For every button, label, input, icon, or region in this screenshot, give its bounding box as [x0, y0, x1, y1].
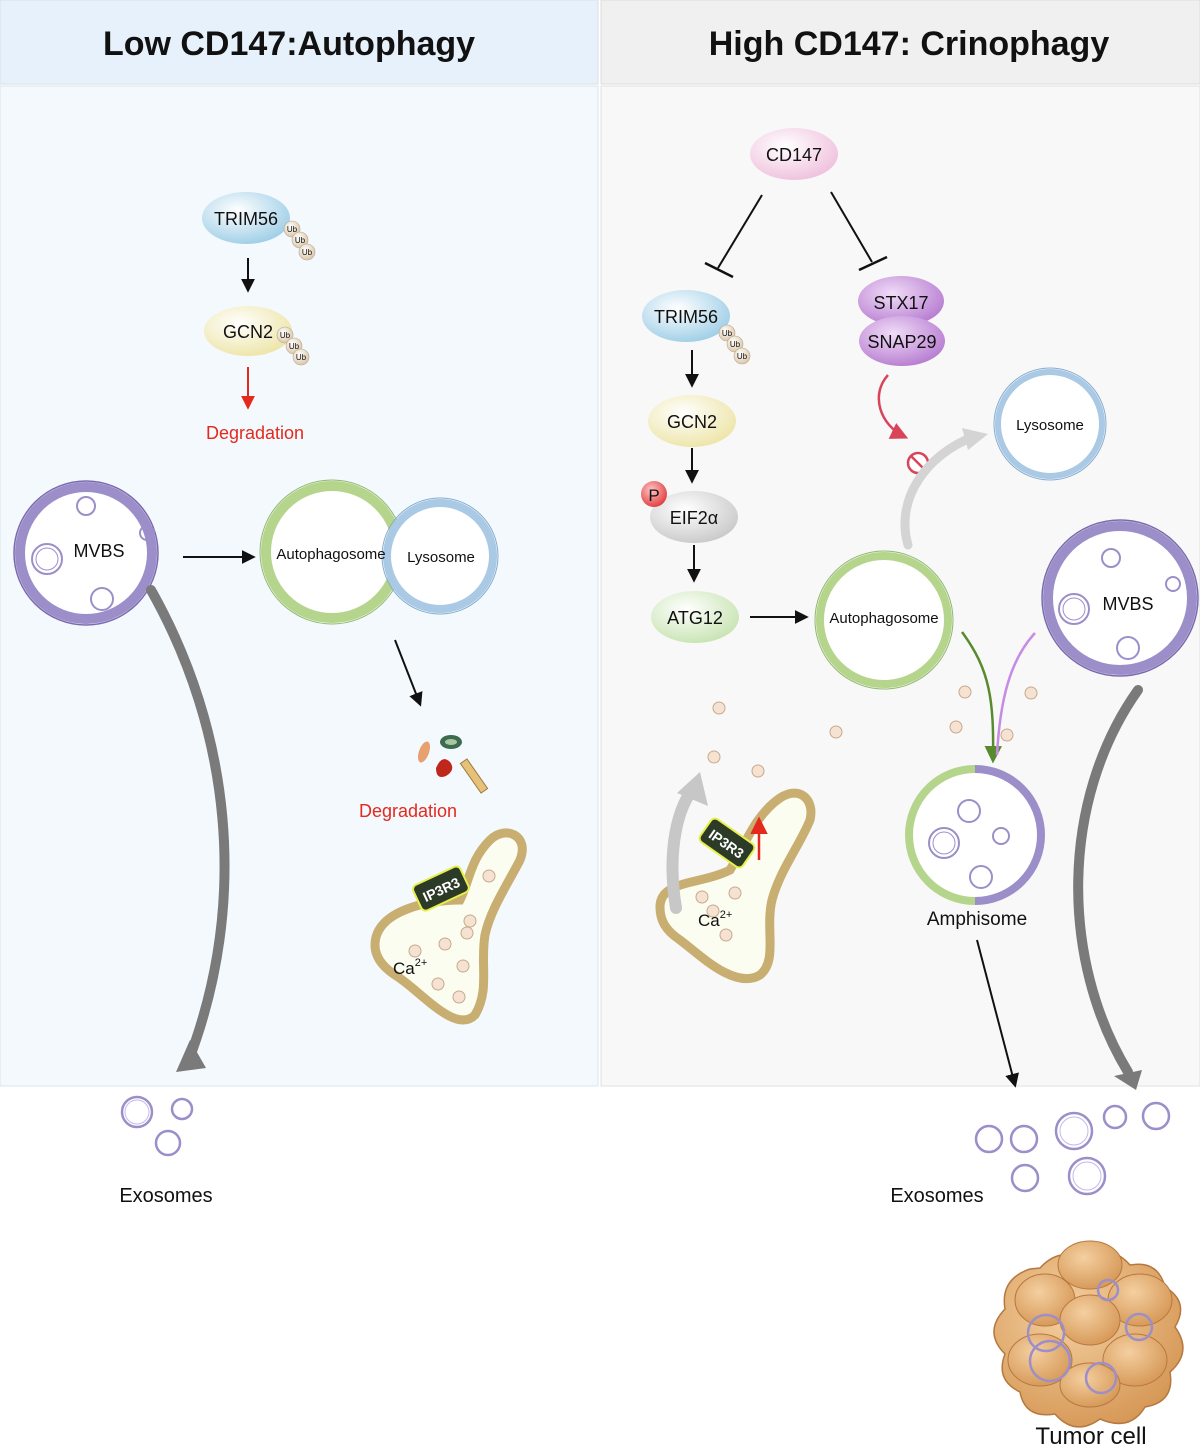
- right-cd147: CD147: [750, 128, 838, 180]
- mvbs-to-amphisome-line: [995, 632, 1036, 756]
- right-exosomes-label: Exosomes: [890, 1185, 983, 1207]
- arrow-snare-to-block: [877, 374, 909, 439]
- right-exocytosis-arrowhead: [1114, 1070, 1142, 1090]
- left-ca-label: Ca2+: [393, 957, 427, 978]
- right-trim56-ub-chain: Ub Ub Ub: [718, 324, 751, 365]
- left-lysosome: Lysosome: [381, 497, 499, 615]
- ub-label: Ub: [296, 353, 307, 362]
- ub-label: Ub: [295, 236, 306, 245]
- right-stx17-label: STX17: [873, 293, 928, 313]
- phospho-p-label: P: [648, 486, 659, 505]
- ub-label: Ub: [280, 331, 291, 340]
- degradation-products: [417, 735, 489, 794]
- inhibit-cd147-trim56: [704, 194, 763, 279]
- left-header: [0, 0, 599, 85]
- left-mvbs: MVBS: [13, 480, 159, 626]
- amphisome: [905, 765, 1045, 905]
- phospho-p: P: [641, 481, 667, 507]
- right-trim56-label: TRIM56: [654, 307, 718, 327]
- left-gcn2: GCN2: [204, 306, 292, 356]
- right-ca-superscript: 2+: [720, 909, 733, 921]
- left-gcn2-ub-chain: Ub Ub Ub: [276, 326, 310, 366]
- ub-label: Ub: [737, 352, 748, 361]
- left-ca-superscript: 2+: [415, 957, 428, 969]
- right-mvbs-label: MVBS: [1102, 594, 1153, 614]
- right-autophagosome-label: Autophagosome: [829, 610, 938, 627]
- amphisome-label: Amphisome: [927, 909, 1027, 930]
- ub-label: Ub: [287, 225, 298, 234]
- right-snap29: SNAP29: [859, 316, 945, 366]
- left-exocytosis-arrowhead: [176, 1040, 206, 1072]
- right-header: [600, 0, 1200, 85]
- arrow-amphisome-to-exosomes: [976, 939, 1019, 1088]
- left-er: IP3R3 Ca2+: [370, 828, 527, 1025]
- left-trim56-ub-chain: Ub Ub Ub: [283, 220, 316, 261]
- right-ca-label: Ca2+: [698, 909, 732, 930]
- left-mvbs-label: MVBS: [73, 541, 124, 561]
- right-lysosome-label: Lysosome: [1016, 417, 1084, 434]
- right-eif2a: EIF2α: [650, 491, 738, 543]
- right-ca-text: Ca: [698, 911, 720, 930]
- tumor-cell-label: Tumor cell: [1035, 1423, 1146, 1450]
- ub-label: Ub: [722, 329, 733, 338]
- right-gcn2-label: GCN2: [667, 412, 717, 432]
- ub-label: Ub: [289, 342, 300, 351]
- ub-label: Ub: [302, 248, 313, 257]
- right-mvbs: MVBS: [1041, 519, 1199, 677]
- left-trim56-label: TRIM56: [214, 209, 278, 229]
- right-exosomes: [974, 1101, 1171, 1196]
- left-ca-text: Ca: [393, 959, 415, 978]
- left-gcn2-label: GCN2: [223, 322, 273, 342]
- left-exosomes-label: Exosomes: [119, 1185, 212, 1207]
- left-exosomes: [120, 1095, 194, 1157]
- right-atg12-label: ATG12: [667, 608, 723, 628]
- right-eif2a-label: EIF2α: [670, 508, 718, 528]
- left-degradation-bottom: Degradation: [359, 801, 457, 821]
- left-exocytosis-arrow: [146, 585, 230, 1067]
- left-degradation-top: Degradation: [206, 423, 304, 443]
- right-snap29-label: SNAP29: [867, 332, 936, 352]
- right-cd147-label: CD147: [766, 145, 822, 165]
- calcium-particles: [707, 685, 1038, 778]
- right-lysosome: Lysosome: [993, 367, 1107, 481]
- ca-efflux-arrowhead: [677, 772, 708, 806]
- right-er: IP3R3 Ca2+: [655, 788, 816, 984]
- right-autophagosome: Autophagosome: [814, 550, 954, 690]
- left-panel-title: Low CD147:Autophagy: [103, 25, 475, 63]
- inhibit-cd147-stx17: [830, 191, 888, 272]
- ca-efflux-arrow: [666, 784, 698, 914]
- right-atg12: ATG12: [651, 591, 739, 643]
- right-gcn2: GCN2: [648, 395, 736, 447]
- right-panel-title: High CD147: Crinophagy: [709, 25, 1110, 63]
- left-autophagosome-label: Autophagosome: [276, 546, 385, 563]
- left-lysosome-label: Lysosome: [407, 549, 475, 566]
- blocked-fusion-arrowhead: [962, 428, 988, 450]
- blocked-fusion-arrow: [900, 431, 980, 550]
- left-trim56: TRIM56: [202, 192, 290, 244]
- right-exocytosis-arrow: [1073, 685, 1143, 1077]
- ub-label: Ub: [730, 340, 741, 349]
- arrow-to-degradation-products: [394, 639, 423, 707]
- right-trim56: TRIM56: [642, 290, 730, 342]
- autophagosome-to-amphisome-line: [960, 631, 1002, 764]
- tumor-cell-cluster: [993, 1240, 1184, 1428]
- right-stx17: STX17: [858, 276, 944, 326]
